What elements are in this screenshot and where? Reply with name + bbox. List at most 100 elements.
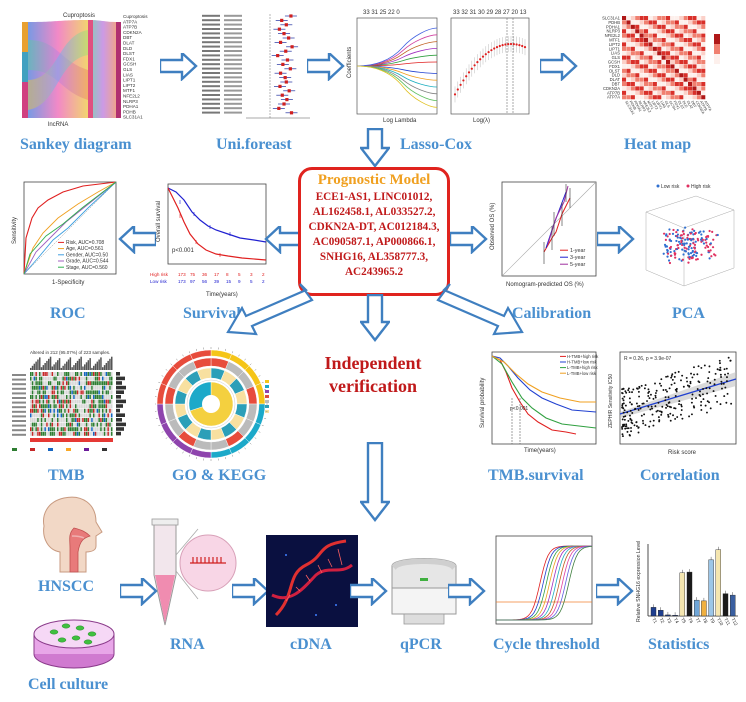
roc-legend-entry: Risk, AUC=0.708 bbox=[66, 240, 104, 246]
statistics-tick-label: T12 bbox=[730, 617, 739, 627]
label-hnscc: HNSCC bbox=[38, 578, 95, 595]
sankey-gene-label: LIPT1 bbox=[123, 78, 136, 83]
sankey-gene-label: LIPT2 bbox=[123, 83, 136, 88]
roc-ylabel: Sensitivity bbox=[12, 217, 18, 244]
forest-point bbox=[284, 23, 288, 27]
prognostic-model-box: Prognostic Model ECE1-AS1, LINC01012, AL… bbox=[298, 167, 450, 296]
label-cdna: cDNA bbox=[290, 636, 332, 653]
survival-risk-count: 173 bbox=[178, 279, 186, 284]
statistics-tick-label: T10 bbox=[716, 617, 725, 627]
forest-point bbox=[289, 14, 293, 18]
statistics-tick-label: T6 bbox=[687, 617, 694, 625]
calibration-xlabel: Nomogram-predicted OS (%) bbox=[506, 282, 584, 288]
heatmap-row-label: DLAT bbox=[610, 77, 621, 82]
label-qpcr: qPCR bbox=[400, 636, 442, 653]
heatmap-col-label: DLAT bbox=[686, 100, 694, 110]
sankey-gene-label: MTF1 bbox=[123, 88, 135, 93]
statistics-bar bbox=[658, 610, 664, 617]
arrow-model-to-tmbsurvival bbox=[436, 283, 524, 336]
roc-legend-entry: Gender, AUC=0.50 bbox=[66, 252, 108, 258]
lasso-xlabel: Log Lambda bbox=[383, 118, 417, 124]
arrow-to-cdna bbox=[232, 578, 270, 606]
roc-legend-entry: Grade, AUC=0.544 bbox=[66, 259, 109, 265]
rna-tube-illustration bbox=[146, 515, 238, 633]
correlation-ylabel: ZEPHIR Sensitivity IC50 bbox=[608, 374, 614, 428]
heatmap-row-label: DLD bbox=[612, 73, 620, 78]
forest-point bbox=[280, 18, 284, 22]
forest-point bbox=[278, 40, 283, 44]
forest-point bbox=[287, 36, 291, 40]
statistics-bar bbox=[715, 549, 722, 617]
sankey-gene-label: CDKN2A bbox=[123, 30, 143, 35]
statistics-bar bbox=[729, 594, 736, 617]
lasso-ylabel: Coefficients bbox=[347, 47, 353, 78]
forest-point bbox=[277, 106, 281, 110]
forest-point bbox=[284, 80, 288, 84]
pca-legend-entry: Low risk bbox=[661, 184, 680, 190]
lasso-cv-curve bbox=[453, 36, 527, 103]
gokegg-panel bbox=[155, 344, 279, 462]
heatmap-row-label: ATP7B bbox=[607, 90, 620, 95]
sankey-gene-label: DLD bbox=[123, 46, 133, 51]
sankey-gene-label: GLS bbox=[123, 67, 132, 72]
arrow-model-to-gokegg bbox=[226, 283, 314, 336]
forest-point bbox=[285, 98, 289, 102]
forest-point bbox=[288, 67, 292, 71]
label-cell-culture: Cell culture bbox=[28, 676, 109, 693]
label-lasso: Lasso-Cox bbox=[400, 136, 473, 153]
heatmap-row-label: DLST bbox=[609, 68, 620, 73]
calibration-ylabel: Observed OS (%) bbox=[490, 203, 496, 250]
tmb-oncoplot-panel: Altered in 212 (95.07%) of 223 samples. bbox=[8, 348, 126, 460]
tmbsurvival-legend-entry: L-TMB+high risk bbox=[567, 365, 599, 370]
sankey-title: Cuproptosis bbox=[63, 13, 95, 19]
survival-pvalue: p<0.001 bbox=[172, 248, 195, 254]
heatmap-col-label: GCSH bbox=[668, 100, 677, 111]
sankey-gene-label: PDHA1 bbox=[123, 104, 139, 109]
heatmap-row-label: GCSH bbox=[608, 60, 620, 65]
sankey-gene-label: DBT bbox=[123, 35, 132, 40]
lasso-cv-xlabel: Log(λ) bbox=[473, 118, 490, 124]
tmbsurv-pvalue: p<0.001 bbox=[510, 406, 528, 412]
sankey-gene-label: DLST bbox=[123, 51, 135, 56]
heatmap-row-label: LIAS bbox=[611, 51, 620, 56]
correlation-xlabel: Risk score bbox=[668, 450, 697, 456]
statistics-tick-label: T8 bbox=[702, 617, 709, 625]
sankey-gene-label: LIAS bbox=[123, 72, 133, 77]
statistics-bar bbox=[722, 593, 729, 617]
forest-point bbox=[278, 84, 282, 88]
tmbsurvival-legend-entry: L-TMB+low risk bbox=[567, 371, 597, 376]
arrow-down-to-model bbox=[360, 128, 390, 168]
calibration-legend-entry: 3-year bbox=[570, 255, 585, 261]
qpcr-machine-illustration bbox=[382, 548, 466, 628]
tmbsurvival-legend-entry: H-TMB+low risk bbox=[567, 360, 598, 365]
survival-risk-count: 17 bbox=[214, 272, 220, 277]
arrow-sankey-to-forest bbox=[160, 53, 198, 81]
heatmap-row-label: GLS bbox=[612, 55, 621, 60]
heatmap-row-label: NFE2L2 bbox=[605, 33, 621, 38]
tmbsurvival-xlabel: Time(years) bbox=[524, 448, 556, 454]
heatmap-col-label: FDX1 bbox=[673, 100, 681, 110]
statistics-bar bbox=[672, 615, 678, 617]
statistics-tick-label: T4 bbox=[673, 617, 680, 625]
survival-risk-count: 39 bbox=[214, 279, 220, 284]
heatmap-col-label: LIAS bbox=[659, 100, 667, 109]
arrow-to-cycle-threshold bbox=[448, 578, 486, 606]
sankey-gene-label: SLC31A1 bbox=[123, 115, 143, 120]
sankey-gene-label: DLAT bbox=[123, 41, 135, 46]
correlation-stat: R = 0.26, p = 3.9e-07 bbox=[624, 356, 671, 362]
heatmap-col-label: NLRP3 bbox=[637, 100, 646, 112]
sankey-gene-list: CuproptosisATP7AATP7BCDKN2ADBTDLATDLDDLS… bbox=[123, 14, 148, 120]
sankey-gene-label: PDHB bbox=[123, 109, 136, 114]
label-roc: ROC bbox=[50, 305, 86, 322]
statistics-tick-label: T11 bbox=[723, 617, 731, 626]
tmbsurvival-legend-entry: H-TMB+high risk bbox=[567, 354, 599, 359]
lasso-cox-panel: Log Lambda 33 31 25 22 0 Coefficients Lo… bbox=[343, 8, 533, 130]
heatmap-col-label: PDHB bbox=[629, 100, 638, 111]
survival-risk-count: 5 bbox=[250, 279, 253, 284]
label-calibration: Calibration bbox=[512, 305, 592, 322]
heatmap-col-label: DLST bbox=[677, 100, 685, 111]
